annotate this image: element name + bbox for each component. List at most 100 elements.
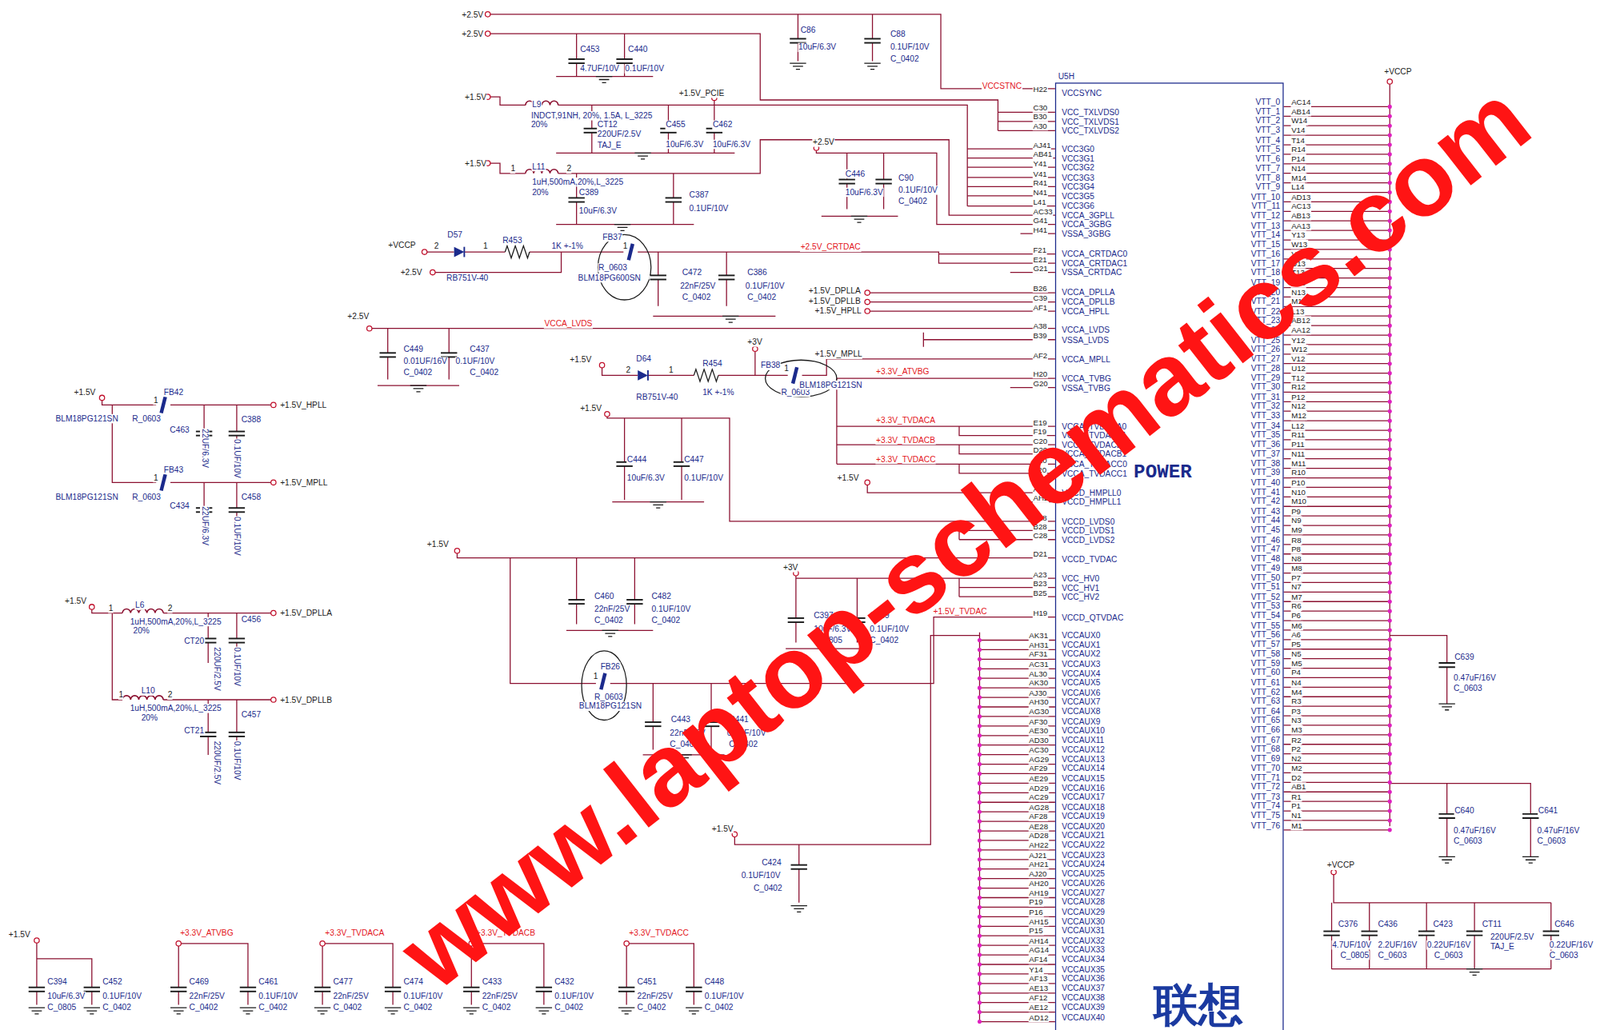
part-label: C_0402	[651, 616, 681, 625]
part-label: R_0603	[132, 413, 162, 423]
pin-number: R12	[1291, 383, 1307, 392]
pin-number: N9	[1291, 516, 1303, 525]
junction-dot	[1388, 390, 1392, 395]
junction-dot	[977, 848, 982, 852]
pin-number: R11	[1291, 430, 1306, 440]
capacitor-gap	[238, 988, 257, 992]
part-label: C448	[704, 976, 725, 986]
pin-number: N5	[1291, 649, 1303, 659]
pin-number: AH22	[1028, 840, 1050, 850]
capacitor-plate	[618, 991, 635, 993]
pin-number: T12	[1291, 373, 1306, 383]
pin-number: M7	[1291, 592, 1304, 602]
part-label: C_0402	[403, 368, 433, 377]
pin-name: VCCA_DPLLA	[1061, 287, 1116, 296]
pin-number: N10	[1291, 488, 1307, 497]
pin-name: VTT_63	[1250, 697, 1281, 707]
part-label: 0.1UF/10V	[684, 472, 724, 482]
pin-name: VTT_52	[1250, 592, 1281, 602]
terminal	[485, 31, 491, 36]
pin-number: M12	[1291, 412, 1308, 421]
pin-number: B25	[1032, 588, 1048, 597]
junction-dot	[1388, 419, 1392, 424]
part-label: C_0402	[747, 292, 777, 301]
pin-number: AD13	[1291, 192, 1312, 202]
terminal	[599, 362, 604, 368]
junction-dot	[1388, 342, 1392, 347]
pin-number: P12	[1291, 392, 1307, 402]
terminal	[864, 308, 870, 314]
part-label: BLM18PG121SN	[578, 701, 643, 711]
part-label: FB37	[602, 232, 624, 241]
rail-label: +1.5V_PCIE	[678, 88, 725, 97]
pin-name: VCCAUX37	[1061, 984, 1106, 993]
pin-number: AE13	[1028, 984, 1049, 993]
junction-dot	[1388, 790, 1392, 795]
part-label: 0.47uF/16V	[1452, 672, 1496, 682]
part-label: C_0402	[469, 368, 500, 377]
junction-dot	[1388, 352, 1392, 356]
pin-number: B26	[1032, 283, 1048, 292]
part-label: C646	[1554, 920, 1576, 929]
capacitor-plate	[665, 201, 682, 204]
part-label: FB26	[600, 661, 621, 671]
capacitor-gap	[684, 988, 704, 992]
pin-name: VTT_56	[1250, 630, 1281, 640]
terminal	[271, 610, 276, 616]
capacitor-plate	[228, 435, 245, 437]
capacitor-plate	[706, 132, 723, 134]
pin-name: VSSA_3GBG	[1061, 228, 1112, 238]
capacitor-plate	[1361, 931, 1378, 933]
pin-number: A38	[1032, 320, 1048, 330]
pin-name: VTT_44	[1250, 516, 1281, 525]
rail-label: 1	[118, 690, 124, 700]
pin-number: AK31	[1028, 631, 1049, 640]
pin-name: VCCAUX24	[1061, 860, 1106, 869]
ground-symbol	[384, 1008, 401, 1015]
pin-name: VTT_2	[1255, 116, 1281, 126]
pin-name: VCCA_3GPLL	[1061, 210, 1116, 220]
junction-dot	[977, 934, 982, 939]
rail-label: +1.5V	[836, 472, 860, 482]
pin-name: VCCAUX38	[1061, 993, 1106, 1003]
pin-number: AH14	[1028, 936, 1050, 946]
part-label: C456	[240, 614, 262, 624]
part-label: 10uF/6.3V	[797, 42, 836, 52]
capacitor-plate	[228, 638, 245, 640]
capacitor-plate	[228, 507, 245, 509]
pin-number: AJ30	[1028, 688, 1048, 697]
junction-dot	[1388, 685, 1392, 690]
pin-number: AE29	[1028, 774, 1049, 784]
capacitor-gap	[1437, 814, 1456, 819]
ic-function: POWER	[1133, 461, 1192, 484]
ground-symbol	[1438, 856, 1455, 864]
junction-dot	[1388, 618, 1392, 623]
capacitor-plate	[1466, 935, 1483, 937]
pin-number: L41	[1032, 197, 1047, 207]
capacitor-plate	[384, 991, 401, 993]
part-label: 2.2UF/16V	[1377, 940, 1418, 949]
rail-label: +1.5V_HPLL	[814, 305, 862, 315]
junction-dot	[1388, 580, 1392, 585]
part-label: TAJ_E	[1489, 942, 1515, 952]
part-label: FB38	[760, 360, 781, 370]
terminal	[421, 249, 427, 255]
part-label: 10uF/6.3V	[665, 139, 704, 148]
junction-dot	[977, 676, 982, 681]
pin-number: AD28	[1028, 831, 1050, 840]
capacitor-plate	[618, 987, 635, 989]
pin-name: VCCAUX15	[1061, 774, 1106, 784]
pin-name: VCCAUX31	[1061, 927, 1106, 936]
pin-number: H22	[1032, 84, 1048, 93]
ferrite-bead	[161, 396, 166, 413]
part-label: 22nF/25V	[188, 991, 226, 1000]
part-label: 0.1UF/10V	[889, 42, 930, 52]
junction-dot	[977, 724, 982, 728]
part-label: 220UF/2.5V	[596, 128, 642, 138]
part-label: C389	[578, 187, 600, 196]
pin-number: AJ21	[1028, 850, 1048, 860]
ground-symbol	[84, 1008, 100, 1015]
part-label: C472	[681, 268, 703, 277]
pin-name: VTT_41	[1250, 488, 1281, 497]
ground-symbol	[410, 385, 427, 392]
